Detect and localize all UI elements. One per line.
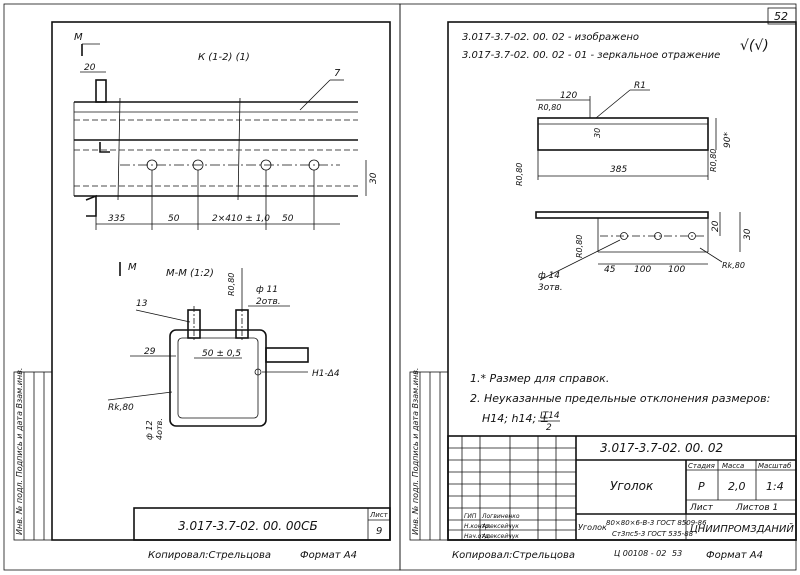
- right-footer-page: 53: [672, 549, 682, 558]
- angle-front-view: R0,80 20 30 ф 14 3отв. 45 100 100 Rk,80: [535, 211, 753, 293]
- role-3: Нач.отд.: [464, 533, 491, 540]
- dim-30-top: 30: [593, 128, 602, 138]
- dim-50-a: 50: [168, 214, 180, 224]
- dim-50-b: 50: [282, 214, 294, 224]
- left-side-strip-text: Инв. № подл. Подпись и дата Взам.инв.: [15, 368, 24, 535]
- dim-30: 30: [369, 172, 379, 184]
- dim-20-low: 20: [711, 220, 721, 232]
- name-2: Алексейчук: [481, 523, 519, 530]
- dim-2x410: 2×410 ± 1,0: [212, 214, 270, 224]
- stamp-lit-val: Р: [698, 480, 705, 493]
- right-footer-copied: Копировал:Стрельцова: [452, 550, 575, 561]
- mark-m-bottom: М: [128, 262, 137, 273]
- stamp-mass-val: 2,0: [728, 480, 746, 493]
- stamp-material-1: 80×80×6-В-3 ГОСТ 8509-86: [606, 519, 707, 527]
- dim-20: 20: [84, 63, 96, 73]
- left-sheet-label: Лист: [369, 511, 389, 519]
- left-inner-frame: [51, 21, 391, 541]
- dim-385: 385: [610, 165, 627, 175]
- stamp-material-prefix: Уголок: [578, 523, 607, 532]
- sheet-number-box: [767, 7, 797, 25]
- note-1: 1.* Размер для справок.: [470, 372, 609, 385]
- stamp-col-mass: Масса: [722, 462, 744, 470]
- stamp-org: ЦНИИПРОМЗДАНИЙ: [690, 522, 794, 535]
- header-line-1: 3.017-3.7-02. 00. 02 - изображено: [462, 31, 639, 43]
- callout-7: 7: [334, 68, 341, 79]
- dim-phi14: ф 14: [538, 271, 560, 281]
- dim-100-a: 100: [634, 265, 651, 275]
- dim-2otv: 2отв.: [256, 297, 281, 307]
- left-footer-copied: Копировал:Стрельцова: [148, 550, 271, 561]
- view-k-drawing: 20 7 30: [73, 63, 379, 217]
- note-2b: Н14; h14; ±: [482, 412, 549, 425]
- mark-m-top: М: [74, 32, 83, 43]
- dim-335: 335: [108, 214, 125, 224]
- dim-phi11: ф 11: [256, 285, 278, 295]
- name-3: Алексейчук: [481, 533, 519, 540]
- dim-phi12: ф 12: [145, 420, 154, 440]
- dim-100-b: 100: [668, 265, 685, 275]
- dim-r080-left: R0,80: [515, 163, 524, 186]
- dim-r080-top: R0,80: [538, 103, 561, 112]
- role-2: Н.контр.: [464, 523, 491, 530]
- left-sheet-no: 9: [376, 526, 382, 537]
- dim-90-top: 90*: [723, 132, 733, 148]
- stamp-col-scale: Масштаб: [758, 462, 792, 470]
- section-label: М-М (1:2): [166, 268, 214, 279]
- left-side-strip: Инв. № подл. Подпись и дата Взам.инв.: [13, 368, 53, 541]
- dim-rk80-low: Rk,80: [722, 261, 745, 270]
- dim-r080: R0,80: [227, 273, 236, 296]
- note-2-frac-bot: 2: [546, 423, 552, 433]
- note-2: 2. Неуказанные предельные отклонения раз…: [470, 392, 770, 405]
- dim-30-low: 30: [743, 228, 753, 240]
- stamp-sheet-label: Лист: [689, 503, 714, 513]
- dim-50-05: 50 ± 0,5: [202, 349, 241, 359]
- name-1: Логвиненко: [481, 513, 520, 520]
- dim-4otv: 4отв.: [155, 418, 164, 440]
- dim-45: 45: [604, 265, 616, 275]
- stamp-material-2: Ст3пс5-3 ГОСТ 535-88: [612, 530, 694, 538]
- stamp-designation: 3.017-3.7-02. 00. 02: [600, 441, 723, 455]
- right-side-strip: Инв. № подл. Подпись и дата Взам.инв.: [409, 368, 449, 541]
- section-mm-dims: R0,80 ф 11 2отв. 13 29 50 ± 0,5 Н1-Δ4 Rk…: [107, 268, 340, 440]
- dim-rk80: Rk,80: [108, 403, 134, 413]
- stamp-scale-val: 1:4: [766, 480, 784, 493]
- callout-13: 13: [136, 299, 148, 309]
- role-1: ГИП: [464, 513, 477, 520]
- roughness-symbol: √(√): [740, 38, 769, 54]
- dim-r080-low: R0,80: [575, 235, 584, 258]
- dim-3otv: 3отв.: [538, 283, 563, 293]
- right-side-strip-text: Инв. № подл. Подпись и дата Взам.инв.: [411, 368, 420, 535]
- stamp-name: Уголок: [610, 479, 654, 493]
- callout-h1: Н1-Δ4: [312, 369, 340, 379]
- left-footer-format: Формат А4: [300, 550, 357, 561]
- angle-top-view: 120 R1 R0,80 30 90* R0,80 385 R0,80: [515, 81, 733, 186]
- stamp-col-lit: Стадия: [688, 462, 715, 470]
- right-title-block: [447, 435, 797, 541]
- left-title-block: 3.017-3.7-02. 00. 00СБ Лист 9: [133, 507, 391, 541]
- dim-r080-right: R0,80: [709, 149, 718, 172]
- header-line-2: 3.017-3.7-02. 00. 02 - 01 - зеркальное о…: [462, 50, 720, 61]
- sheet-number: 52: [774, 10, 788, 23]
- section-mm-drawing: [169, 306, 309, 427]
- view-k-label: К (1-2) (1): [198, 52, 250, 63]
- view-k-dims: 335 50 2×410 ± 1,0 50: [95, 170, 340, 230]
- dim-29: 29: [144, 347, 156, 357]
- note-2-frac-top: IT14: [540, 411, 560, 421]
- left-page-frame: [3, 3, 401, 571]
- left-title-code: 3.017-3.7-02. 00. 00СБ: [178, 519, 318, 533]
- dim-120: 120: [560, 91, 577, 101]
- stamp-sheets-label: Листов 1: [735, 503, 778, 513]
- dim-r1: R1: [634, 81, 646, 91]
- right-footer-format: Формат А4: [706, 550, 763, 561]
- right-footer-code: Ц 00108 - 02: [614, 549, 666, 558]
